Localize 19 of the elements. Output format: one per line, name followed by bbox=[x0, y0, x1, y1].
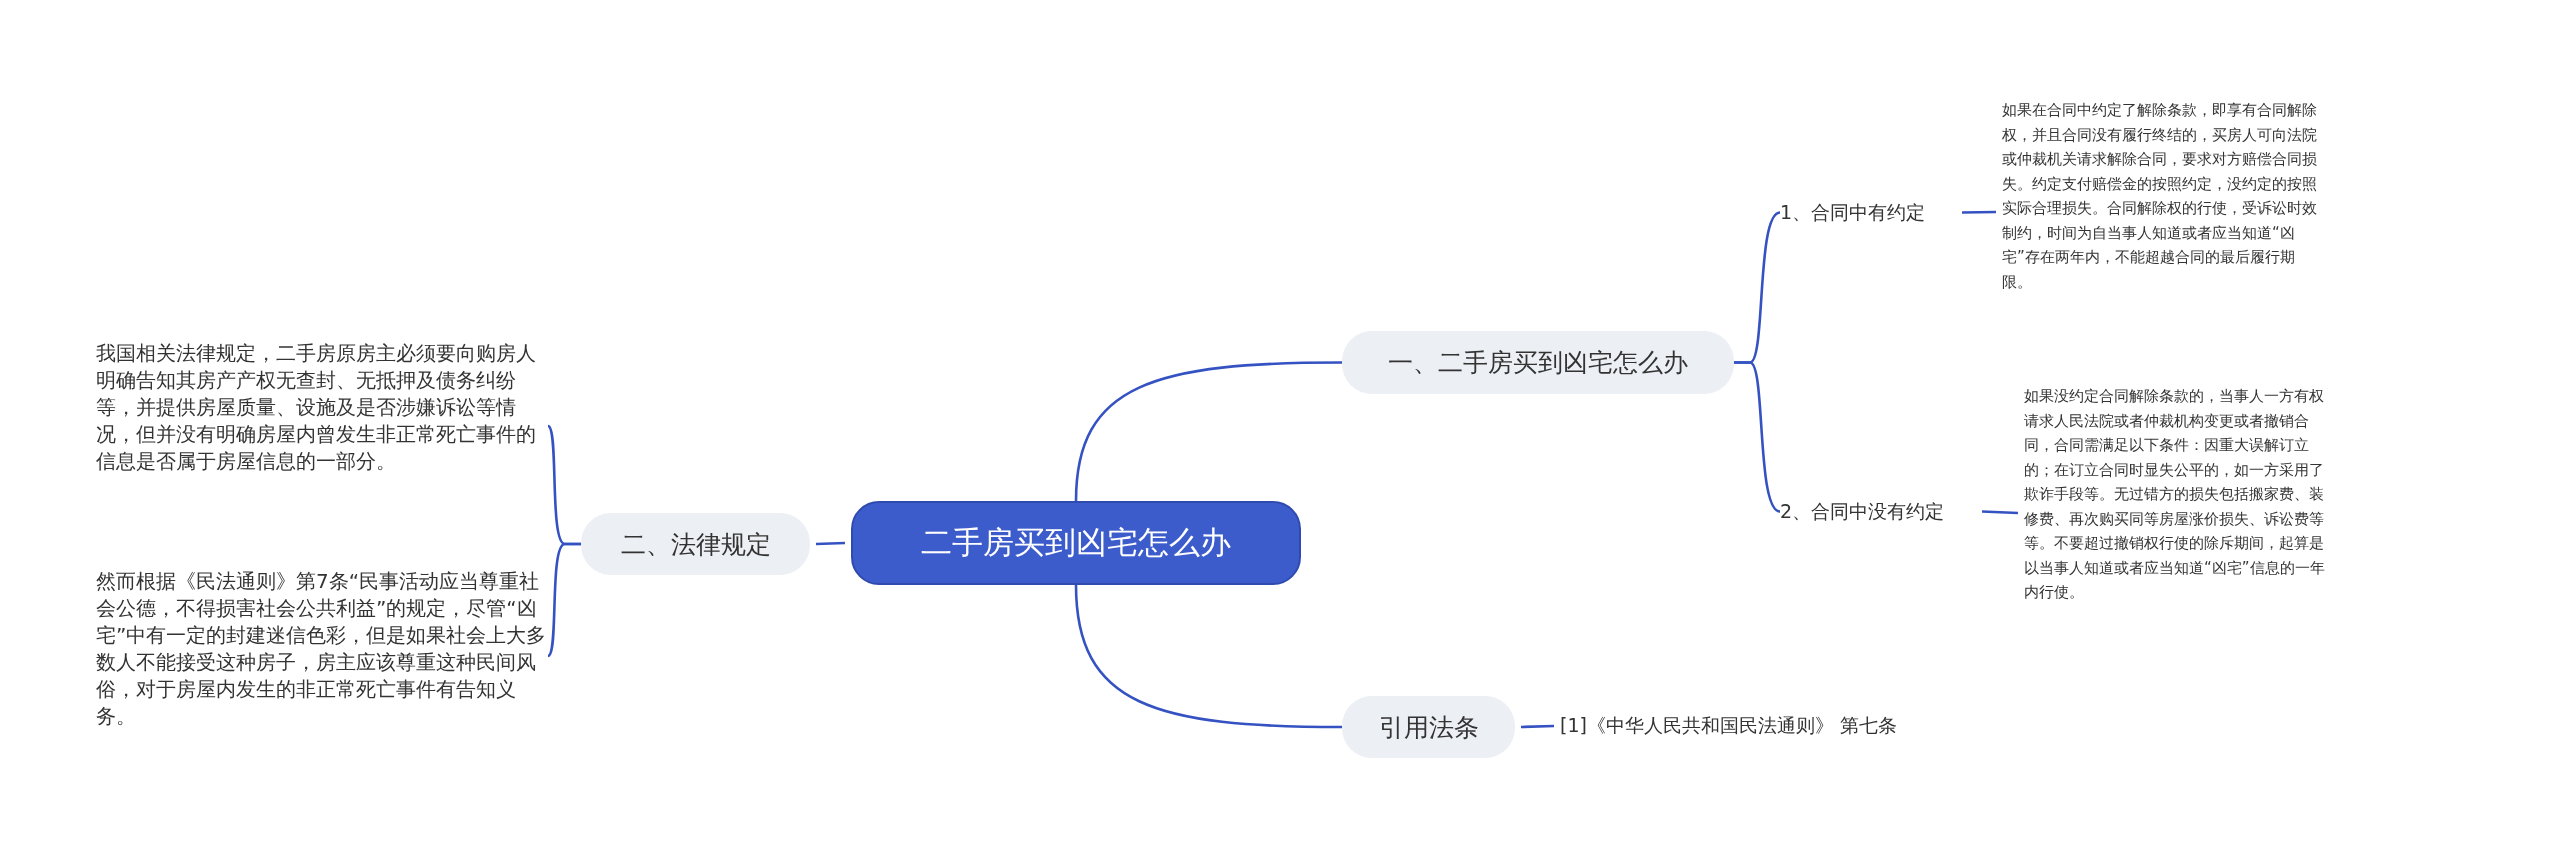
topic-pill: 引用法条 bbox=[1342, 696, 1515, 758]
subtopic-text: 2、合同中没有约定 bbox=[1780, 495, 1976, 528]
connector-line bbox=[1074, 584, 1342, 729]
note-text: 如果在合同中约定了解除条款，即享有合同解除权，并且合同没有履行终结的，买房人可向法院或仲裁机关请求解除合同，要求对方赔偿合同损失。约定支付赔偿金的按照约定，没约定的按照实际合理损失。合同解除权的行使，受诉讼时效制约，时间为自当事人知道或者应当知道“凶宅”存在两年内，不能超越合同的最后履行期限。 bbox=[2002, 98, 2324, 326]
topic-pill: 一、二手房买到凶宅怎么办 bbox=[1342, 331, 1734, 394]
note-text: 然而根据《民法通则》第7条“民事活动应当尊重社会公德，不得损害社会公共利益”的规定，尽管“凶宅”中有一定的封建迷信色彩，但是如果社会上大多数人不能接受这种房子，房主应该尊重这种民间风俗，对于房屋内发生的非正常死亡事件有告知义务。 bbox=[96, 568, 548, 744]
connector-line bbox=[1520, 724, 1555, 729]
topic-pill: 二、法律规定 bbox=[581, 513, 810, 575]
connector-line bbox=[1962, 210, 1996, 214]
connector-line bbox=[1074, 361, 1342, 502]
connector-line bbox=[815, 541, 846, 546]
connector-line bbox=[547, 542, 581, 657]
note-text: 如果没约定合同解除条款的，当事人一方有权请求人民法院或者仲裁机构变更或者撤销合同，合同需满足以下条件：因重大误解订立的；在订立合同时显失公平的，如一方采用了欺诈手段等。无过错方的损失包括搬家费、装修费、再次购买同等房屋涨价损失、诉讼费等等。不要超过撤销权行使的除斥期间，起算是以当事人知道或者应当知道“凶宅”信息的一年内行使。 bbox=[2024, 384, 2336, 642]
central-topic: 二手房买到凶宅怎么办 bbox=[851, 501, 1301, 585]
note-text: 我国相关法律规定，二手房原房主必须要向购房人明确告知其房产产权无查封、无抵押及债务纠纷等，并提供房屋质量、设施及是否涉嫌诉讼等情况，但并没有明确房屋内曾发生非正常死亡事件的信息是否属于房屋信息的一部分。 bbox=[96, 340, 548, 512]
reference-text: [1]《中华人民共和国民法通则》 第七条 bbox=[1560, 710, 1960, 742]
subtopic-text: 1、合同中有约定 bbox=[1780, 196, 1956, 229]
connector-line bbox=[1981, 510, 2019, 515]
connector-line bbox=[1734, 361, 1781, 513]
